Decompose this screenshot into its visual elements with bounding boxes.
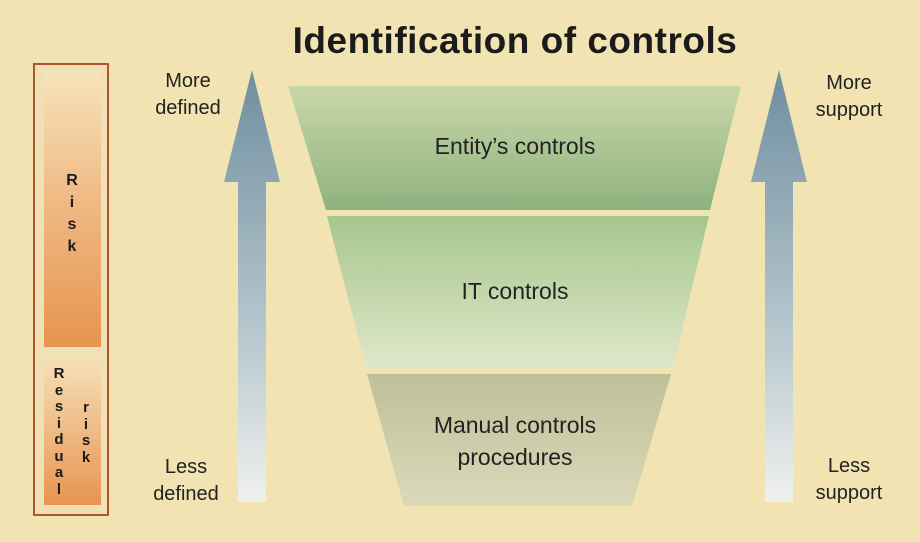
residual-label: R e s i d u a l: [48, 365, 70, 498]
risk-letter: k: [67, 238, 77, 255]
label-line: support: [815, 99, 883, 121]
right-top-label: More support: [800, 70, 898, 124]
label-line: Less: [827, 455, 871, 477]
residual-letter: s: [54, 398, 64, 415]
label-line: IT controls: [461, 278, 569, 304]
left-bottom-label: Less defined: [138, 454, 234, 508]
layer-label-it: IT controls: [360, 275, 670, 307]
label-line: defined: [153, 483, 219, 505]
label-line: Less: [164, 456, 208, 478]
label-line: More: [826, 72, 872, 94]
label-line: defined: [155, 97, 221, 119]
label-line: procedures: [457, 444, 573, 470]
left-up-arrow: [224, 70, 280, 502]
risk-block: [44, 73, 101, 347]
right-bottom-label: Less support: [800, 453, 898, 507]
residual-letter: l: [56, 480, 62, 498]
layer-label-manual: Manual controls procedures: [380, 409, 650, 473]
residual-letter: u: [54, 447, 64, 465]
residual-risk-letter: s: [81, 432, 91, 449]
funnel-layer-entity: [288, 86, 741, 210]
right-up-arrow: [751, 70, 807, 502]
residual-risk-block: [44, 355, 101, 505]
left-top-label: More defined: [140, 68, 236, 122]
residual-letter: e: [54, 381, 64, 399]
residual-letter: R: [53, 365, 65, 382]
label-line: Manual controls: [433, 412, 597, 438]
residual-risk-letter: k: [81, 448, 91, 466]
residual-letter: i: [56, 414, 62, 432]
risk-label: R i s k: [60, 170, 84, 258]
diagram-title: Identification of controls: [292, 20, 738, 61]
label-line: Entity’s controls: [434, 133, 596, 159]
residual-letter: d: [54, 431, 64, 448]
risk-letter: s: [67, 216, 77, 233]
funnel-layer-it: [327, 216, 709, 368]
label-line: support: [815, 482, 883, 504]
residual-letter: a: [54, 464, 64, 481]
layer-label-entity: Entity’s controls: [330, 130, 700, 162]
residual-risk-label: r i s k: [76, 399, 96, 466]
risk-letter: R: [66, 172, 78, 189]
residual-risk-letter: r: [83, 399, 89, 416]
risk-letter: i: [69, 194, 75, 211]
residual-risk-letter: i: [83, 415, 89, 433]
funnel-layer-manual: [367, 374, 671, 506]
label-line: More: [165, 70, 211, 92]
